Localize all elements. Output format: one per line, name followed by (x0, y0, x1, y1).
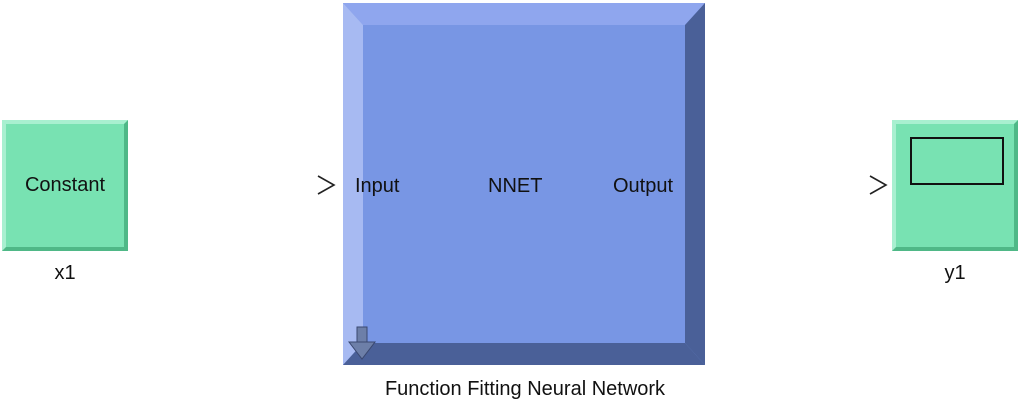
scope-block[interactable] (892, 120, 1018, 251)
scope-input-port-arrow-icon (869, 175, 888, 195)
constant-block-name[interactable]: x1 (54, 262, 76, 284)
nnet-output-port-label: Output (613, 175, 674, 197)
input-port-arrow-icon (317, 175, 336, 195)
nnet-subsystem-block[interactable]: Input NNET Output (343, 3, 705, 365)
nnet-block-title: NNET (488, 175, 543, 197)
look-under-mask-icon[interactable] (347, 326, 377, 360)
constant-block[interactable]: Constant (2, 120, 128, 251)
nnet-block-name[interactable]: Function Fitting Neural Network (384, 378, 666, 400)
nnet-block-shape (343, 3, 705, 365)
scope-screen-icon (910, 137, 1004, 185)
constant-block-label: Constant (24, 174, 106, 196)
scope-block-name[interactable]: y1 (944, 262, 966, 284)
nnet-input-port-label: Input (355, 175, 400, 197)
